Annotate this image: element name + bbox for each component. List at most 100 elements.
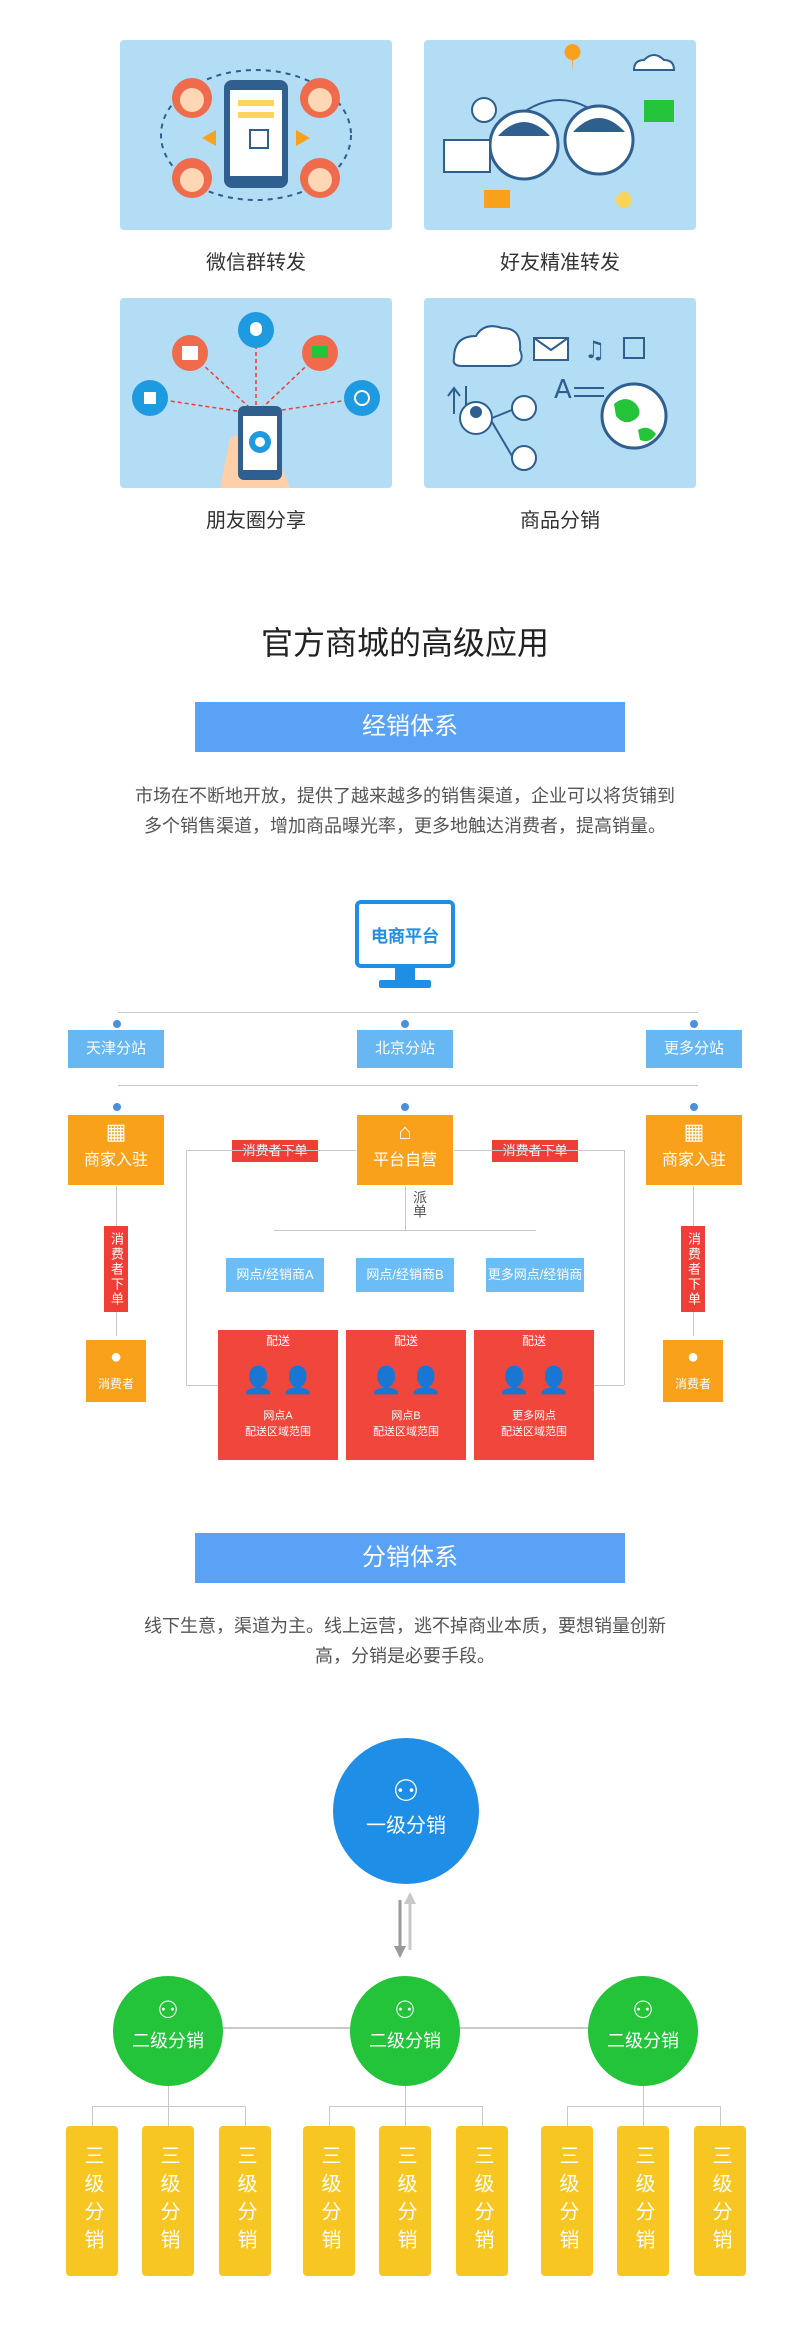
station-beijing: 北京分站 [357, 1030, 453, 1068]
order-arrow-left [186, 1150, 356, 1151]
merchant-join-right: ▦ 商家入驻 [646, 1115, 742, 1185]
level3-box: 三级分销 [379, 2126, 431, 2276]
consumer-left: ● 消费者 [86, 1340, 146, 1402]
delivery-label: 配送 [521, 1334, 546, 1348]
tree-right-stem [643, 2086, 644, 2126]
station-tianjin: 天津分站 [68, 1030, 164, 1068]
delivery-panel-a: 配送 👤 👤 网点A 配送区域范围 [218, 1330, 338, 1460]
panel-a-line2: 配送区域范围 [245, 1426, 311, 1438]
moments-share-illustration [132, 312, 380, 488]
user-icon: ● [109, 1346, 123, 1368]
frame-bottom-left [186, 1385, 220, 1386]
wechat-group-illustration [160, 69, 352, 201]
tree-center-drop-a [329, 2106, 330, 2126]
tree-right-drop-c [720, 2106, 721, 2126]
dealer-description-line2: 多个销售渠道，增加商品曝光率，更多地触达消费者，提高销量。 [144, 816, 666, 836]
panel-b-line1: 网点B [391, 1410, 421, 1422]
merchant-dot-center [401, 1103, 409, 1111]
frame-bottom-right [590, 1385, 624, 1386]
tree-center-drop-c [482, 2106, 483, 2126]
platform-self-run-label: 平台自营 [372, 1152, 437, 1169]
user-icon: ● [686, 1346, 700, 1368]
station-dot-center [401, 1020, 409, 1028]
card-label-wechat-group: 微信群转发 [206, 252, 306, 274]
platform-monitor: 电商平台 [355, 900, 455, 992]
network-b: 网点/经销商B [356, 1258, 454, 1292]
frame-right [624, 1150, 625, 1385]
person-icons: 👤 👤 [242, 1365, 314, 1395]
consumer-order-vertical-right: 消费者下单 [681, 1226, 705, 1312]
delivery-panel-b: 配送 👤 👤 网点B 配送区域范围 [346, 1330, 466, 1460]
person-icons: 👤 👤 [370, 1365, 442, 1395]
platform-self-run: ⌂ 平台自营 [357, 1115, 453, 1185]
level2-circle-right: ⚇ 二级分销 [588, 1976, 698, 2086]
svg-text:♫: ♫ [584, 336, 606, 364]
delivery-label: 配送 [265, 1334, 290, 1348]
hierarchy-icon: ⚇ [392, 1775, 420, 1808]
level2-center-label: 二级分销 [369, 2031, 441, 2051]
merchant-connector [118, 1085, 698, 1086]
panel-more-line2: 配送区域范围 [501, 1426, 567, 1438]
tree-left-horizontal [92, 2106, 246, 2107]
level-arrows [390, 1890, 420, 1960]
card-label-friend-forward: 好友精准转发 [500, 252, 620, 274]
station-dot-left [113, 1020, 121, 1028]
station-connector [118, 1012, 698, 1013]
panel-a-line1: 网点A [263, 1410, 293, 1422]
level3-box: 三级分销 [142, 2126, 194, 2276]
shop-icon: ⌂ [398, 1119, 412, 1144]
tree-left-drop-c [245, 2106, 246, 2126]
frame-left [186, 1150, 187, 1385]
level3-box: 三级分销 [694, 2126, 746, 2276]
station-more: 更多分站 [646, 1030, 742, 1068]
level2-circle-center: ⚇ 二级分销 [350, 1976, 460, 2086]
person-icons: 👤 👤 [498, 1365, 570, 1395]
level3-box: 三级分销 [66, 2126, 118, 2276]
level3-box: 三级分销 [456, 2126, 508, 2276]
dispatch-line [405, 1186, 406, 1230]
delivery-label: 配送 [393, 1334, 418, 1348]
card-friend-forward [424, 40, 696, 230]
tree-right-drop-a [567, 2106, 568, 2126]
card-moments-share [120, 298, 392, 488]
tree-left-stem [168, 2086, 169, 2126]
consumer-left-label: 消费者 [97, 1377, 134, 1391]
level3-box: 三级分销 [219, 2126, 271, 2276]
svg-text:A: A [554, 375, 572, 405]
level2-left-label: 二级分销 [132, 2031, 204, 2051]
tree-center-stem [405, 2086, 406, 2126]
panel-more-line1: 更多网点 [512, 1410, 556, 1422]
level3-box: 三级分销 [303, 2126, 355, 2276]
product-distribution-illustration: ♫ A [447, 325, 668, 471]
platform-label: 电商平台 [371, 927, 439, 946]
monitor-icon [355, 900, 455, 988]
order-arrow-right [454, 1150, 624, 1151]
delivery-panel-more: 配送 👤 👤 更多网点 配送区域范围 [474, 1330, 594, 1460]
store-icon: ▦ [683, 1119, 705, 1144]
tree-center-horizontal [329, 2106, 483, 2107]
tree-right-horizontal [567, 2106, 721, 2107]
card-wechat-group [120, 40, 392, 230]
level2-right-label: 二级分销 [607, 2031, 679, 2051]
merchant-join-right-label: 商家入驻 [661, 1152, 726, 1169]
distribution-banner: 分销体系 [195, 1533, 625, 1583]
network-a: 网点/经销商A [226, 1258, 324, 1292]
network-connector [274, 1230, 536, 1231]
level2-circle-left: ⚇ 二级分销 [113, 1976, 223, 2086]
merchant-dot-right [690, 1103, 698, 1111]
card-label-product-distribution: 商品分销 [520, 510, 600, 532]
distribution-description-line1: 线下生意，渠道为主。线上运营，逃不掉商业本质，要想销量创新 [144, 1616, 666, 1636]
level3-box: 三级分销 [541, 2126, 593, 2276]
card-product-distribution: ♫ A [424, 298, 696, 488]
consumer-order-vertical-left: 消费者下单 [104, 1226, 128, 1312]
main-title: 官方商城的高级应用 [260, 625, 549, 661]
network-more: 更多网点/经销商 [486, 1258, 584, 1292]
friend-forward-illustration [443, 44, 676, 208]
store-icon: ▦ [105, 1119, 127, 1144]
panel-b-line2: 配送区域范围 [373, 1426, 439, 1438]
station-dot-right [690, 1020, 698, 1028]
card-label-moments-share: 朋友圈分享 [206, 510, 306, 532]
level1-circle: ⚇ 一级分销 [333, 1738, 479, 1884]
consumer-order-tag-left: 消费者下单 [232, 1140, 318, 1162]
consumer-order-tag-right: 消费者下单 [492, 1140, 578, 1162]
